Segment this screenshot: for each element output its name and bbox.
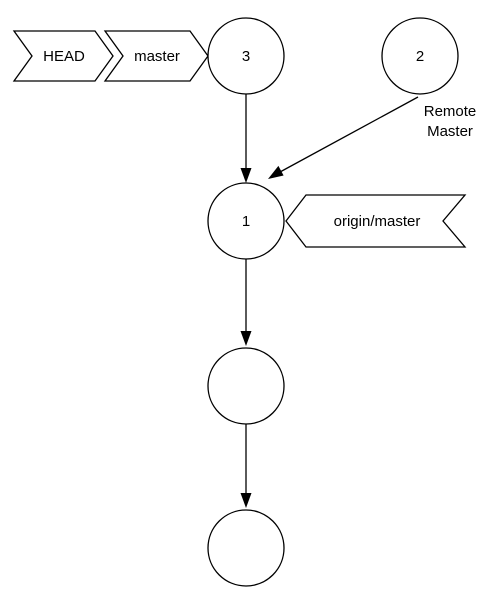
commit-node-2: 2 <box>381 17 459 95</box>
arrowhead <box>240 493 252 508</box>
arrowhead <box>240 168 252 183</box>
origin-master-tag-label: origin/master <box>334 213 421 230</box>
edge-1-to-empty-a <box>240 259 252 346</box>
commit-node-3: 3 <box>207 17 285 95</box>
commit-node-1-label: 1 <box>242 213 250 230</box>
edge-empty-a-to-empty-b <box>240 424 252 508</box>
head-tag-label: HEAD <box>43 48 85 65</box>
commit-node-empty-b <box>207 509 285 587</box>
origin-master-tag: origin/master <box>285 194 467 248</box>
arrowhead <box>240 331 252 346</box>
commit-node-empty-a <box>207 347 285 425</box>
remote-master-annotation-line2: Master <box>427 123 473 140</box>
commit-node-1: 1 <box>207 182 285 260</box>
commit-nodes: 3 2 1 <box>207 17 459 587</box>
edges <box>240 94 419 508</box>
commit-node-2-label: 2 <box>416 48 424 65</box>
head-tag: HEAD <box>12 30 114 82</box>
commit-node-3-label: 3 <box>242 48 250 65</box>
master-tag: master <box>103 30 209 82</box>
edge-3-to-1 <box>240 94 252 183</box>
remote-master-annotation: Remote Master <box>424 103 477 140</box>
arrowhead <box>268 165 284 179</box>
ref-tags: HEAD master origin/master <box>12 30 467 248</box>
master-tag-label: master <box>134 48 180 65</box>
remote-master-annotation-line1: Remote <box>424 103 477 120</box>
edge-2-to-1 <box>268 96 419 179</box>
